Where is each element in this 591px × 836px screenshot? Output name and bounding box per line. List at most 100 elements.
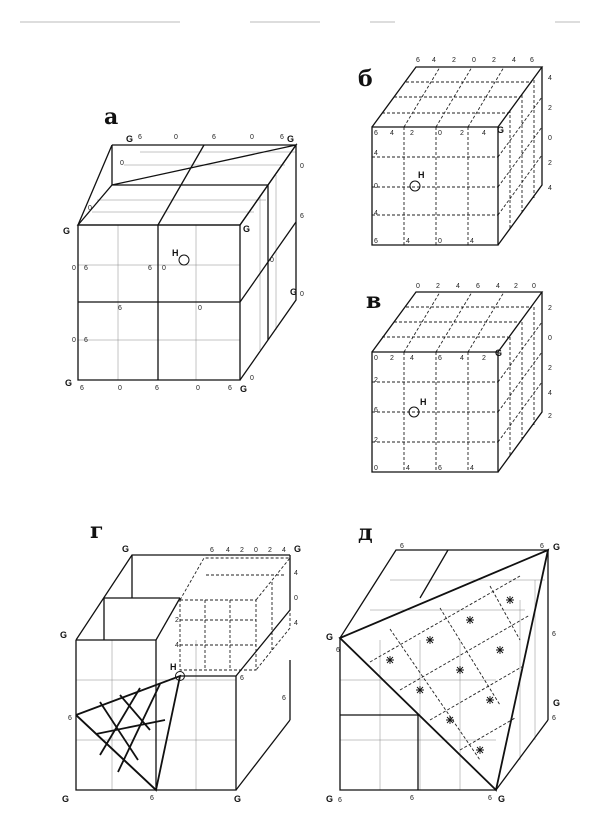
panel-v-cube <box>371 291 544 473</box>
svg-text:2: 2 <box>268 547 272 554</box>
svg-text:0: 0 <box>416 283 420 290</box>
svg-text:4: 4 <box>390 130 394 137</box>
svg-text:0: 0 <box>374 465 378 472</box>
svg-text:0: 0 <box>300 163 304 170</box>
svg-text:0: 0 <box>162 265 166 272</box>
panel-g-letter: г <box>90 518 103 544</box>
svg-text:0: 0 <box>120 160 124 167</box>
svg-text:0: 0 <box>532 283 536 290</box>
panel-d-cut-plane <box>338 548 550 792</box>
panel-d-inner-grid <box>340 579 545 790</box>
svg-text:2: 2 <box>374 437 378 444</box>
panel-a-h-label: H <box>172 248 179 258</box>
panel-a-g-label-2: G <box>287 134 294 144</box>
svg-text:6: 6 <box>416 57 420 64</box>
svg-text:2: 2 <box>452 57 456 64</box>
svg-text:6: 6 <box>476 283 480 290</box>
svg-text:6: 6 <box>530 57 534 64</box>
panel-b-g-label: G <box>497 125 504 135</box>
svg-text:2: 2 <box>175 617 179 624</box>
svg-text:2: 2 <box>436 283 440 290</box>
svg-text:2: 2 <box>548 105 552 112</box>
svg-text:4: 4 <box>470 465 474 472</box>
svg-text:6: 6 <box>374 238 378 245</box>
panel-v-grid <box>372 291 543 472</box>
svg-text:6: 6 <box>374 407 378 414</box>
svg-text:4: 4 <box>456 283 460 290</box>
panel-d-numbers: 6 6 6 6 6 6 6 6 <box>336 543 556 804</box>
svg-text:4: 4 <box>294 570 298 577</box>
panel-v-letter: в <box>366 288 381 314</box>
panel-a-g-label-6: G <box>65 378 72 388</box>
svg-text:6: 6 <box>228 385 232 392</box>
panel-g-h-marker <box>175 671 185 681</box>
panel-g-g-label-2: G <box>294 544 301 554</box>
panel-d-g-label-4: G <box>326 794 333 804</box>
svg-text:6: 6 <box>118 305 122 312</box>
panel-g-g-label-4: G <box>62 794 69 804</box>
panel-b-cube <box>371 66 544 246</box>
panel-a-letter: а <box>104 104 118 130</box>
svg-text:2: 2 <box>240 547 244 554</box>
panel-g-triangulation <box>75 674 182 792</box>
panel-g-g-label-1: G <box>122 544 129 554</box>
svg-text:0: 0 <box>118 385 122 392</box>
svg-text:4: 4 <box>496 283 500 290</box>
svg-text:6: 6 <box>374 130 378 137</box>
svg-text:4: 4 <box>282 547 286 554</box>
svg-text:6: 6 <box>155 385 159 392</box>
svg-text:6: 6 <box>84 337 88 344</box>
svg-text:2: 2 <box>548 305 552 312</box>
svg-text:0: 0 <box>174 134 178 141</box>
panel-d: д <box>326 520 560 804</box>
svg-text:0: 0 <box>374 355 378 362</box>
svg-text:0: 0 <box>72 265 76 272</box>
svg-text:0: 0 <box>250 134 254 141</box>
svg-text:2: 2 <box>548 160 552 167</box>
panel-v-h-marker <box>408 406 420 418</box>
panel-d-g-label-1: G <box>326 632 333 642</box>
svg-text:6: 6 <box>150 795 154 802</box>
svg-text:6: 6 <box>240 675 244 682</box>
panel-d-diagonal-net <box>369 575 531 761</box>
svg-text:0: 0 <box>72 337 76 344</box>
panel-b-h-label: H <box>418 170 425 180</box>
svg-text:4: 4 <box>548 390 552 397</box>
svg-text:6: 6 <box>438 465 442 472</box>
svg-text:6: 6 <box>148 265 152 272</box>
panel-d-letter: д <box>358 520 373 546</box>
svg-text:6: 6 <box>138 134 142 141</box>
panel-d-g-label-5: G <box>498 794 505 804</box>
panel-g-h-label: H <box>170 662 177 672</box>
svg-text:6: 6 <box>438 355 442 362</box>
svg-text:4: 4 <box>482 130 486 137</box>
svg-text:6: 6 <box>80 385 84 392</box>
svg-text:6: 6 <box>488 795 492 802</box>
svg-text:2: 2 <box>410 130 414 137</box>
svg-text:0: 0 <box>294 595 298 602</box>
svg-text:0: 0 <box>198 305 202 312</box>
svg-text:6: 6 <box>212 134 216 141</box>
panel-b-h-marker <box>409 180 421 192</box>
panel-b-letter: б <box>358 66 373 92</box>
svg-text:2: 2 <box>374 377 378 384</box>
svg-text:4: 4 <box>512 57 516 64</box>
svg-text:4: 4 <box>410 355 414 362</box>
panel-a: а H G G G G G G <box>63 104 304 394</box>
svg-text:0: 0 <box>374 183 378 190</box>
panel-a-g-label-7: G <box>240 384 247 394</box>
panel-b-numbers: 6 4 2 0 2 4 6 6 4 2 0 2 4 4 0 4 6 4 0 4 … <box>374 57 552 245</box>
svg-text:6: 6 <box>300 213 304 220</box>
svg-text:6: 6 <box>400 543 404 550</box>
svg-text:0: 0 <box>548 135 552 142</box>
svg-text:2: 2 <box>482 355 486 362</box>
svg-text:4: 4 <box>548 75 552 82</box>
panel-d-g-label-2: G <box>553 542 560 552</box>
svg-text:6: 6 <box>410 795 414 802</box>
svg-text:2: 2 <box>548 365 552 372</box>
panel-g-numbers: 6 4 2 0 2 4 2 4 4 0 4 6 6 6 6 <box>68 547 298 802</box>
svg-text:0: 0 <box>300 291 304 298</box>
svg-text:4: 4 <box>374 210 378 217</box>
svg-text:6: 6 <box>336 647 340 654</box>
panel-b-grid <box>372 66 543 245</box>
